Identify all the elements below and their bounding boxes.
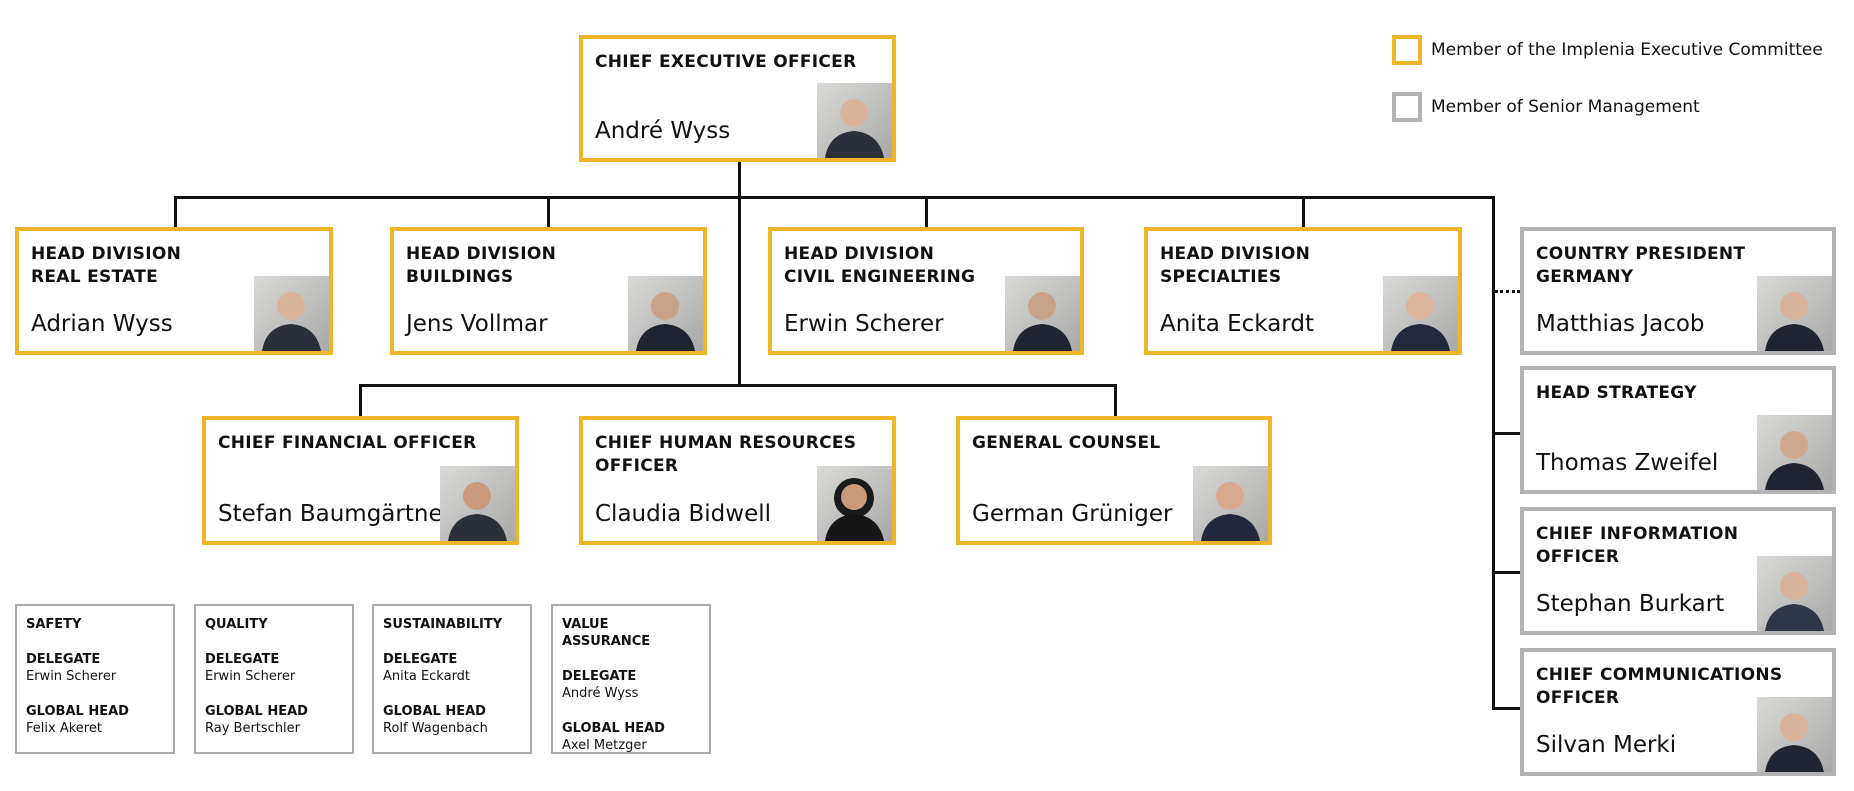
connector xyxy=(359,384,362,416)
avatar xyxy=(1193,466,1268,541)
connector xyxy=(925,196,928,227)
committee-box: QUALITY DELEGATE Erwin Scherer GLOBAL HE… xyxy=(194,604,354,754)
connector-ceo-vertical xyxy=(738,162,741,386)
person-name: German Grüniger xyxy=(972,501,1173,527)
committee-title: VALUE ASSURANCE xyxy=(562,617,651,649)
connector-dotted xyxy=(1495,290,1520,293)
role-title: HEAD DIVISION SPECIALTIES xyxy=(1160,244,1311,287)
committee-title: QUALITY xyxy=(205,617,268,632)
connector xyxy=(1302,196,1305,227)
global-head-name: Ray Bertschler xyxy=(205,721,301,736)
delegate-name: Anita Eckardt xyxy=(383,669,471,684)
delegate-name: Erwin Scherer xyxy=(26,669,117,684)
function-box: CHIEF FINANCIAL OFFICER Stefan Baumgärtn… xyxy=(202,416,519,545)
global-head-label: GLOBAL HEAD xyxy=(26,704,129,719)
ceo-box: CHIEF EXECUTIVE OFFICER André Wyss xyxy=(579,35,896,162)
role-title: COUNTRY PRESIDENT GERMANY xyxy=(1536,244,1746,287)
person-name: Matthias Jacob xyxy=(1536,311,1705,337)
connector xyxy=(1492,707,1520,710)
role-title: CHIEF COMMUNICATIONS OFFICER xyxy=(1536,665,1783,708)
division-box: HEAD DIVISION REAL ESTATE Adrian Wyss xyxy=(15,227,333,355)
senior-box: CHIEF COMMUNICATIONS OFFICER Silvan Merk… xyxy=(1520,648,1836,776)
delegate-label: DELEGATE xyxy=(205,652,280,667)
avatar xyxy=(1757,556,1832,631)
global-head-name: Axel Metzger xyxy=(562,738,647,753)
legend-senior-label: Member of Senior Management xyxy=(1431,97,1700,117)
connector xyxy=(547,196,550,227)
delegate-name: Erwin Scherer xyxy=(205,669,296,684)
connector xyxy=(174,196,177,227)
global-head-name: Felix Akeret xyxy=(26,721,102,736)
avatar xyxy=(817,466,892,541)
role-title: CHIEF FINANCIAL OFFICER xyxy=(218,433,477,453)
legend-exec-label: Member of the Implenia Executive Committ… xyxy=(1431,40,1823,60)
connector-functions xyxy=(359,384,1117,387)
delegate-name: André Wyss xyxy=(562,686,639,701)
delegate-label: DELEGATE xyxy=(26,652,101,667)
committee-box: VALUE ASSURANCE DELEGATE André Wyss GLOB… xyxy=(551,604,711,754)
division-box: HEAD DIVISION SPECIALTIES Anita Eckardt xyxy=(1144,227,1462,355)
avatar xyxy=(1757,415,1832,490)
legend-senior-swatch xyxy=(1392,92,1422,122)
connector xyxy=(1492,432,1520,435)
global-head-label: GLOBAL HEAD xyxy=(562,721,665,736)
committee-box: SUSTAINABILITY DELEGATE Anita Eckardt GL… xyxy=(372,604,532,754)
delegate-label: DELEGATE xyxy=(562,669,637,684)
connector xyxy=(1114,384,1117,416)
function-box: CHIEF HUMAN RESOURCES OFFICER Claudia Bi… xyxy=(579,416,896,545)
avatar xyxy=(628,276,703,351)
avatar xyxy=(1757,697,1832,772)
global-head-name: Rolf Wagenbach xyxy=(383,721,488,736)
role-title: CHIEF INFORMATION OFFICER xyxy=(1536,524,1739,567)
person-name: Anita Eckardt xyxy=(1160,311,1314,337)
avatar xyxy=(817,83,892,158)
senior-box: HEAD STRATEGY Thomas Zweifel xyxy=(1520,366,1836,494)
role-title: GENERAL COUNSEL xyxy=(972,433,1161,453)
division-box: HEAD DIVISION BUILDINGS Jens Vollmar xyxy=(390,227,707,355)
avatar xyxy=(254,276,329,351)
role-title: CHIEF HUMAN RESOURCES OFFICER xyxy=(595,433,857,476)
avatar xyxy=(1383,276,1458,351)
person-name: Claudia Bidwell xyxy=(595,501,772,527)
person-name: Adrian Wyss xyxy=(31,311,173,337)
person-name: Erwin Scherer xyxy=(784,311,944,337)
role-title: HEAD STRATEGY xyxy=(1536,383,1697,403)
committee-title: SAFETY xyxy=(26,617,82,632)
avatar xyxy=(1757,276,1832,351)
role-title: CHIEF EXECUTIVE OFFICER xyxy=(595,52,857,72)
connector xyxy=(1492,571,1520,574)
global-head-label: GLOBAL HEAD xyxy=(383,704,486,719)
person-name: Thomas Zweifel xyxy=(1536,450,1719,476)
committee-title: SUSTAINABILITY xyxy=(383,617,503,632)
division-box: HEAD DIVISION CIVIL ENGINEERING Erwin Sc… xyxy=(768,227,1084,355)
avatar xyxy=(1005,276,1080,351)
person-name: Stefan Baumgärtner xyxy=(218,501,453,527)
committee-box: SAFETY DELEGATE Erwin Scherer GLOBAL HEA… xyxy=(15,604,175,754)
role-title: HEAD DIVISION CIVIL ENGINEERING xyxy=(784,244,976,287)
connector-senior-vertical xyxy=(1492,196,1495,710)
connector-divisions xyxy=(174,196,1495,199)
role-title: HEAD DIVISION REAL ESTATE xyxy=(31,244,182,287)
senior-box: CHIEF INFORMATION OFFICER Stephan Burkar… xyxy=(1520,507,1836,635)
role-title: HEAD DIVISION BUILDINGS xyxy=(406,244,557,287)
delegate-label: DELEGATE xyxy=(383,652,458,667)
function-box: GENERAL COUNSEL German Grüniger xyxy=(956,416,1272,545)
person-name: Jens Vollmar xyxy=(406,311,548,337)
person-name: Stephan Burkart xyxy=(1536,591,1725,617)
senior-box: COUNTRY PRESIDENT GERMANY Matthias Jacob xyxy=(1520,227,1836,355)
person-name: André Wyss xyxy=(595,118,731,144)
global-head-label: GLOBAL HEAD xyxy=(205,704,308,719)
legend-exec-swatch xyxy=(1392,35,1422,65)
avatar xyxy=(440,466,515,541)
person-name: Silvan Merki xyxy=(1536,732,1677,758)
